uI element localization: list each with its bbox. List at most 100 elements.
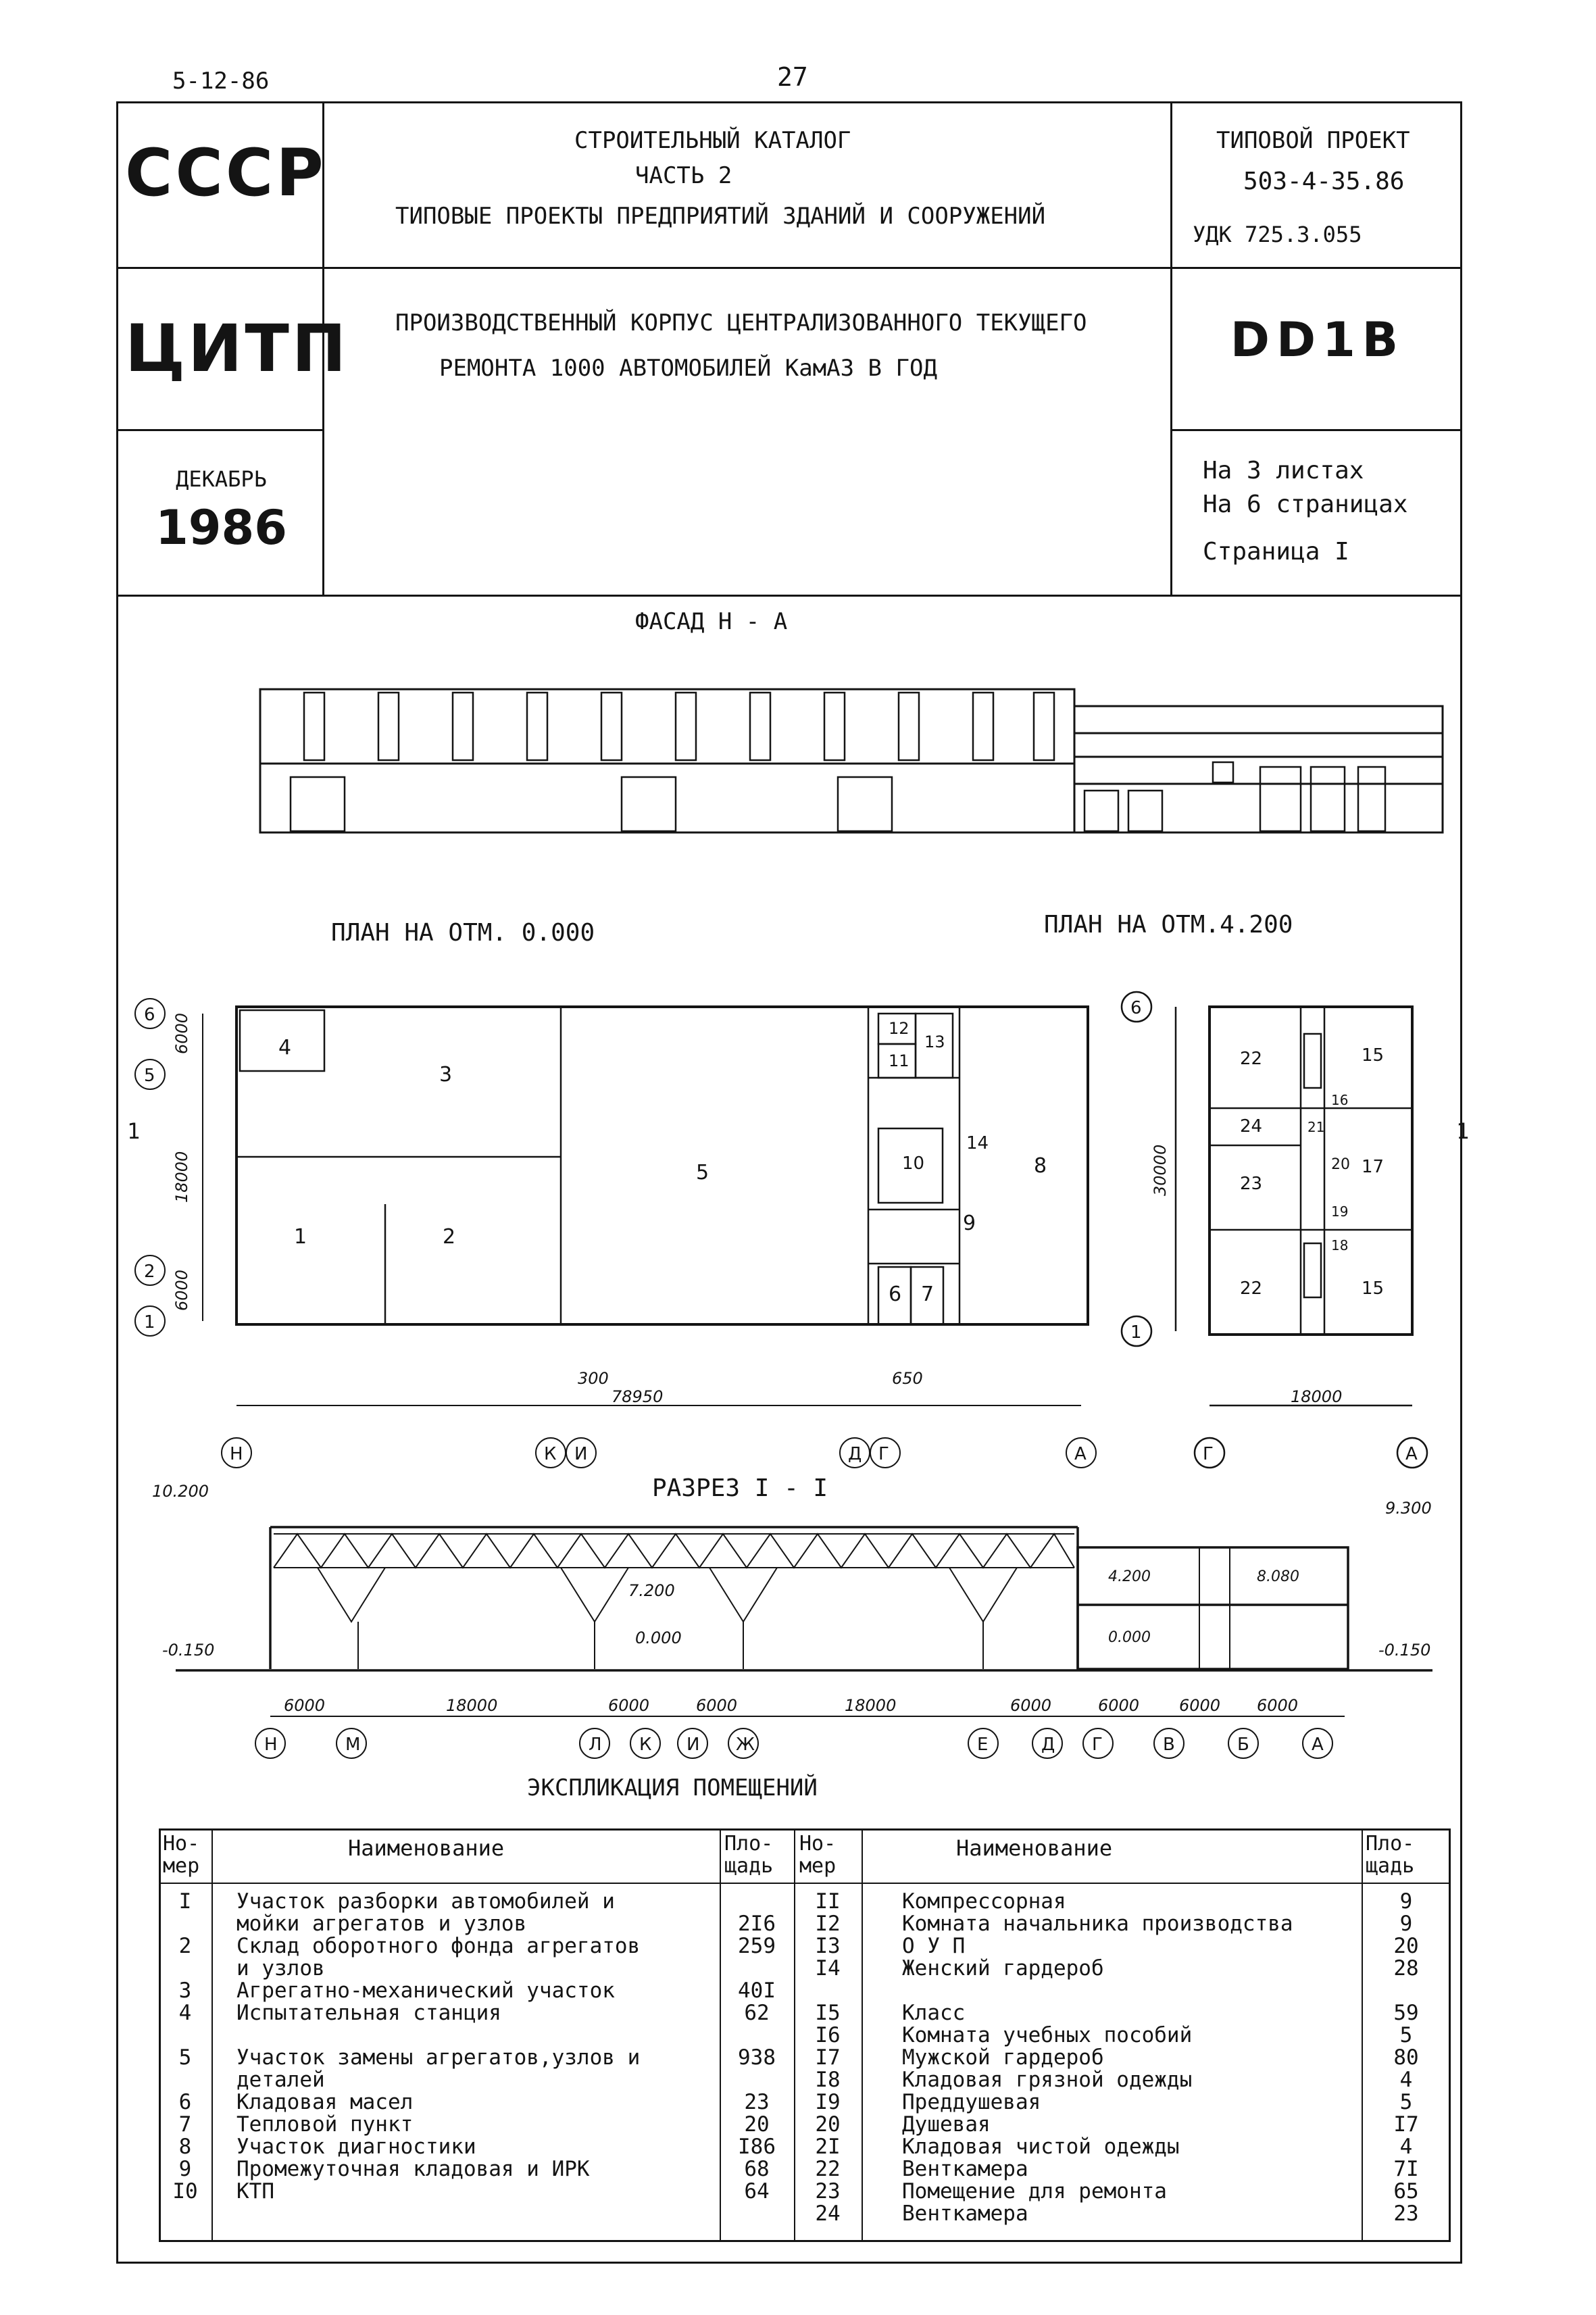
room-label: 8 [1034,1154,1047,1178]
section-dim: 18000 [845,1696,896,1715]
axis-label: 5 [144,1066,155,1086]
pages: На 6 страницах [1203,491,1408,518]
level-mark: -0.150 [162,1641,214,1660]
catalog-line1: СТРОИТЕЛЬНЫЙ КАТАЛОГ [574,127,851,154]
axis-label: К [544,1444,556,1464]
room-label: 16 [1331,1092,1348,1108]
axis-label: Г [1092,1735,1103,1755]
level-mark: -0.150 [1378,1641,1430,1660]
level-mark: 10.200 [152,1482,209,1501]
level-mark: 7.200 [628,1581,675,1600]
header-area: Пло- щадь [1366,1832,1415,1878]
room-label: 10 [902,1153,924,1174]
axis-label: Е [977,1735,988,1755]
facade-drawing [259,688,1444,834]
room-label: 21 [1307,1119,1324,1135]
axis-label: Г [878,1444,889,1464]
room-label: 20 [1331,1156,1350,1173]
facade-title: ФАСАД Н - А [635,608,788,635]
left-names: Участок разборки автомобилей и мойки агр… [236,1889,641,2204]
level-mark: 8.080 [1257,1568,1299,1585]
section-dim: 6000 [1098,1696,1139,1715]
title-line1: ПРОИЗВОДСТВЕННЫЙ КОРПУС ЦЕНТРАЛИЗОВАННОГ… [395,309,1087,337]
room-label: 13 [924,1032,945,1051]
room-label: 22 [1240,1049,1262,1069]
axis-label: Г [1203,1444,1214,1464]
room-label: 14 [966,1133,989,1153]
explication-title: ЭКСПЛИКАЦИЯ ПОМЕЩЕНИЙ [527,1774,818,1801]
header-area: Пло- щадь [724,1832,774,1878]
section-drawing: 10.200 7.200 0.000 -0.150 9.300 4.200 8.… [152,1482,1432,1759]
dim-height: 30000 [1151,1145,1170,1196]
room-label: 6 [889,1283,901,1306]
room-label: 11 [889,1051,909,1070]
section-dim: 6000 [696,1696,737,1715]
page-frame [116,101,1462,2264]
room-label: 15 [1362,1278,1384,1299]
axis-label: 1 [144,1312,155,1333]
axis-label: А [1074,1444,1087,1464]
level-mark: 4.200 [1108,1568,1151,1585]
level-mark: 9.300 [1385,1499,1432,1518]
dim-300: 300 [578,1369,609,1388]
plan1-drawing: 4 3 1 2 5 12 11 13 10 14 8 9 6 7 6 5 2 1… [134,998,1097,1468]
dim-6000: 6000 [172,1270,191,1311]
section-title: РАЗРЕЗ I - I [652,1474,828,1502]
axis-label: А [1312,1735,1324,1755]
room-label: 19 [1331,1203,1348,1220]
axis-label: И [574,1444,587,1464]
catalog-line2: ЧАСТЬ 2 [635,162,732,189]
page-date: 5-12-86 [172,68,270,95]
room-label: 9 [963,1212,976,1235]
room-label: 18 [1331,1237,1348,1253]
year: 1986 [155,500,287,555]
plan2-title: ПЛАН НА ОТМ.4.200 [1044,911,1293,939]
dim-6000: 6000 [172,1013,191,1054]
org-top: СССР [125,135,326,211]
dim-width: 18000 [1291,1387,1342,1406]
org-bottom: ЦИТП [125,311,349,387]
section-dim: 6000 [1179,1696,1220,1715]
catalog-line3: ТИПОВЫЕ ПРОЕКТЫ ПРЕДПРИЯТИЙ ЗДАНИЙ И СОО… [395,203,1046,230]
room-label: 3 [439,1063,452,1087]
axis-label: 6 [144,1005,155,1025]
axis-label: Н [264,1735,278,1755]
room-label: 12 [889,1019,909,1038]
title-line2: РЕМОНТА 1000 АВТОМОБИЛЕЙ КамАЗ В ГОД [439,355,937,382]
right-areas: 9 9 20 28 59 5 80 4 5 I7 4 7I 65 23 [1393,1889,1419,2226]
left-nums: I 2 3 4 5 6 7 8 9 I0 [172,1889,198,2204]
right-nums: II I2 I3 I4 I5 I6 I7 I8 I9 20 2I 22 23 2… [815,1889,841,2226]
axis-label: Ж [736,1735,755,1755]
section-dim: 18000 [446,1696,497,1715]
axis-label: 1 [1130,1322,1142,1343]
level-mark: 0.000 [1108,1629,1151,1646]
dim-650: 650 [892,1369,923,1388]
code: DD1B [1230,312,1405,368]
axis-label: К [639,1735,651,1755]
plan1-title: ПЛАН НА ОТМ. 0.000 [331,919,595,947]
section-mark-left: 1 [127,1118,141,1144]
section-mark-right: 1 [1456,1118,1470,1144]
dim-total: 78950 [612,1387,663,1406]
page-number: 27 [777,62,808,92]
room-label: 17 [1362,1157,1384,1177]
section-dim: 6000 [284,1696,325,1715]
dim-18000: 18000 [172,1151,191,1203]
axis-label: И [687,1735,699,1755]
room-label: 4 [278,1036,291,1060]
room-label: 15 [1362,1045,1384,1066]
section-dim: 6000 [1257,1696,1298,1715]
page-label: Страница I [1203,538,1349,566]
section-dim: 6000 [1010,1696,1051,1715]
room-label: 22 [1240,1278,1262,1299]
room-label: 2 [443,1225,455,1249]
project-label: ТИПОВОЙ ПРОЕКТ [1216,127,1410,154]
header-name: Наименование [348,1835,505,1861]
project-number: 503-4-35.86 [1243,168,1405,195]
room-label: 24 [1240,1116,1262,1137]
header-num: Но- мер [799,1832,837,1878]
header-name: Наименование [956,1835,1113,1861]
axis-label: В [1163,1735,1175,1755]
plan2-drawing: 22 15 16 24 21 20 17 23 19 18 22 15 6 1 … [1120,991,1428,1469]
room-label: 23 [1240,1174,1262,1194]
